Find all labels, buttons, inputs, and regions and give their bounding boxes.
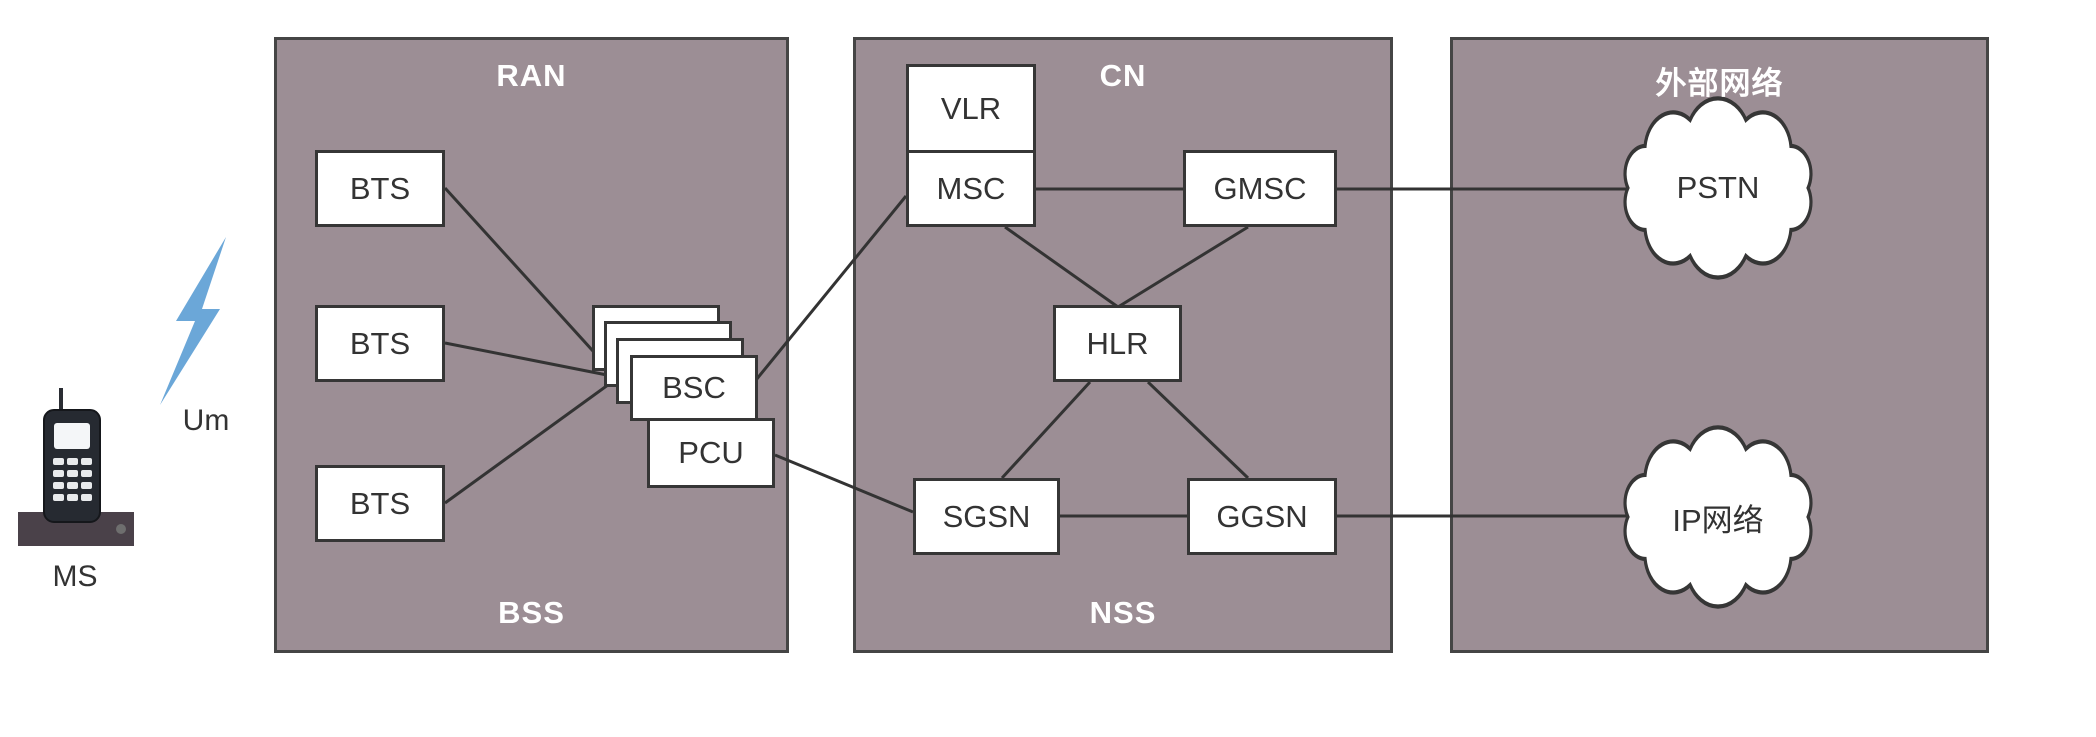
node-msc: MSC bbox=[906, 150, 1036, 227]
label-ms: MS bbox=[52, 560, 98, 593]
phone-base-dot bbox=[116, 524, 126, 534]
lightning-bolt-icon bbox=[160, 237, 226, 405]
node-pstn-cloud: PSTN bbox=[1676, 170, 1760, 205]
phone-base bbox=[18, 512, 134, 546]
label-um-interface: Um bbox=[182, 404, 230, 437]
label-ran: RAN bbox=[496, 58, 567, 93]
phone-keypad bbox=[53, 458, 92, 501]
mobile-phone-icon bbox=[18, 388, 134, 546]
node-hlr: HLR bbox=[1053, 305, 1182, 382]
node-ip-network-cloud: IP网络 bbox=[1672, 502, 1764, 538]
node-bts-2: BTS bbox=[315, 305, 445, 382]
label-bss: BSS bbox=[498, 595, 565, 630]
group-external-network bbox=[1450, 37, 1989, 653]
label-external-network: 外部网络 bbox=[1655, 66, 1784, 101]
node-bsc: BSC bbox=[630, 355, 758, 421]
label-cn: CN bbox=[1099, 58, 1147, 93]
node-vlr: VLR bbox=[906, 64, 1036, 153]
node-gmsc: GMSC bbox=[1183, 150, 1337, 227]
phone-antenna bbox=[59, 388, 63, 414]
node-pcu: PCU bbox=[647, 418, 775, 488]
node-sgsn: SGSN bbox=[913, 478, 1060, 555]
node-bts-1: BTS bbox=[315, 150, 445, 227]
phone-screen bbox=[54, 423, 90, 449]
label-nss: NSS bbox=[1089, 595, 1157, 630]
node-bts-3: BTS bbox=[315, 465, 445, 542]
node-ggsn: GGSN bbox=[1187, 478, 1337, 555]
phone-body bbox=[43, 409, 101, 523]
